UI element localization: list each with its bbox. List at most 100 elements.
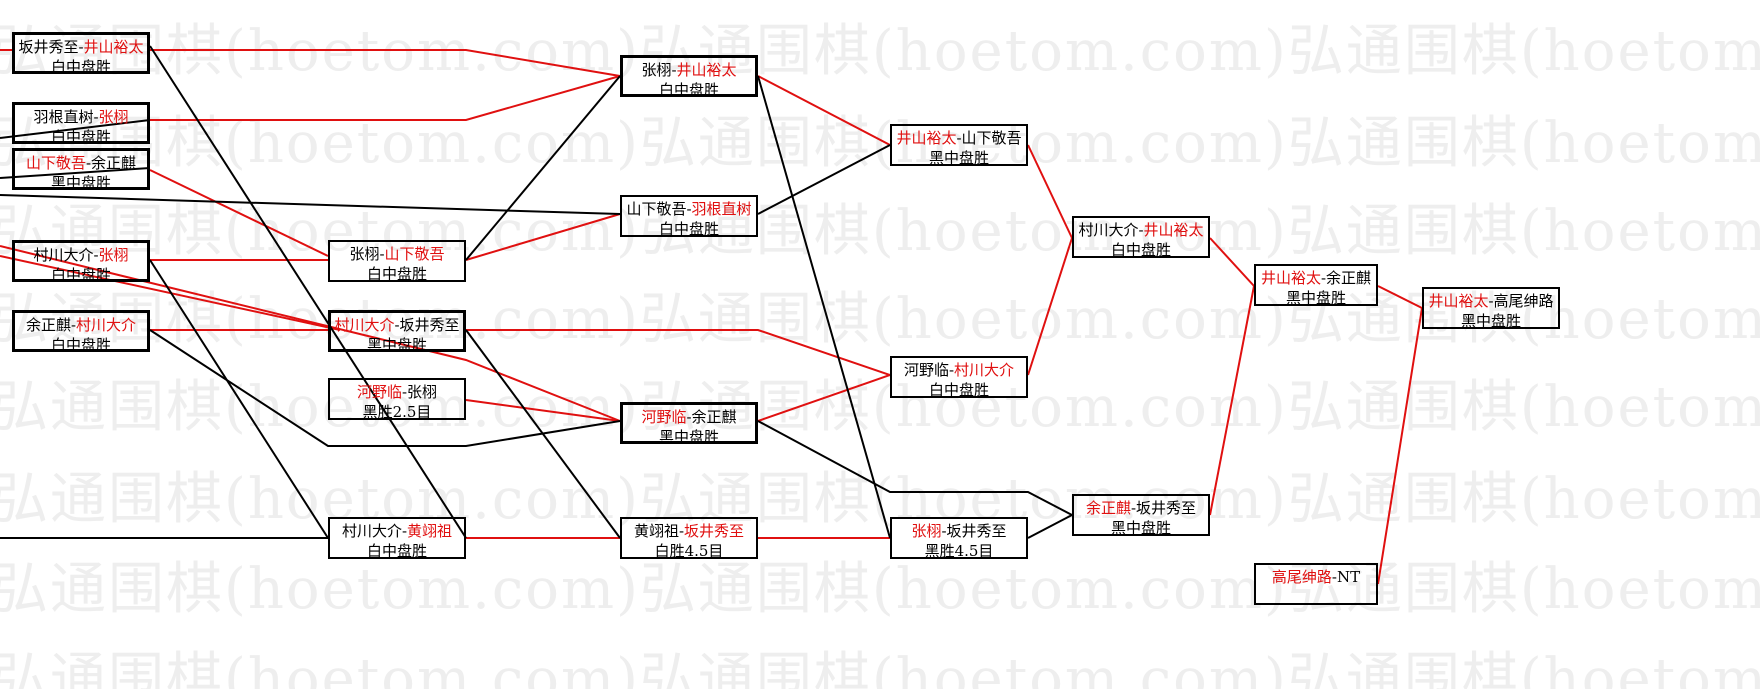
player-separator: - bbox=[956, 129, 962, 147]
winner-line bbox=[1377, 285, 1423, 309]
match-node-r5a: 村川大介-井山裕太白中盘胜 bbox=[1072, 216, 1210, 259]
winner-line bbox=[0, 245, 621, 422]
player-white: 山下敬吾 bbox=[961, 129, 1022, 147]
match-result: 黑中盘胜 bbox=[658, 428, 719, 446]
match-players: 村川大介-黄翊祖 bbox=[330, 519, 464, 541]
match-result: 黑胜4.5目 bbox=[924, 542, 994, 560]
player-white: 村川大介 bbox=[76, 316, 137, 334]
loser-line bbox=[465, 75, 621, 261]
player-separator: - bbox=[394, 316, 400, 334]
match-players: 河野临-余正麒 bbox=[623, 405, 755, 427]
match-result: 黑中盘胜 bbox=[1110, 519, 1171, 537]
match-result: 黑中盘胜 bbox=[928, 149, 989, 167]
match-result: 白中盘胜 bbox=[366, 542, 427, 560]
match-players: 河野临-张栩 bbox=[330, 380, 464, 402]
player-black: 山下敬吾 bbox=[25, 154, 86, 172]
winner-line bbox=[1209, 237, 1255, 287]
player-separator: - bbox=[1331, 568, 1337, 586]
player-white: 余正麒 bbox=[1326, 269, 1372, 287]
player-separator: - bbox=[1138, 221, 1144, 239]
match-result: 黑中盘胜 bbox=[50, 174, 111, 192]
player-black: 井山裕太 bbox=[1260, 269, 1321, 287]
match-node-final: 井山裕太-高尾绅路黑中盘胜 bbox=[1422, 287, 1560, 330]
player-black: 井山裕太 bbox=[896, 129, 957, 147]
match-node-r6b: 高尾绅路-NT bbox=[1254, 563, 1378, 605]
player-separator: - bbox=[401, 383, 408, 401]
winner-line bbox=[1377, 307, 1423, 585]
player-separator: - bbox=[379, 245, 385, 263]
player-black: 山下敬吾 bbox=[626, 200, 687, 218]
match-node-r4c: 张栩-坂井秀至黑胜4.5目 bbox=[890, 517, 1028, 560]
loser-line bbox=[757, 144, 891, 215]
player-white: 余正麒 bbox=[91, 154, 137, 172]
player-separator: - bbox=[686, 200, 692, 218]
match-players: 黄翊祖-坂井秀至 bbox=[622, 519, 756, 541]
match-node-r2a: 张栩-山下敬吾白中盘胜 bbox=[328, 240, 466, 283]
player-black: 村川大介 bbox=[334, 316, 395, 334]
winner-line bbox=[1027, 144, 1073, 239]
player-black: 河野临 bbox=[903, 361, 949, 379]
winner-line bbox=[150, 49, 621, 77]
player-white: 余正麒 bbox=[691, 408, 737, 426]
player-black: 河野临 bbox=[641, 408, 687, 426]
player-separator: - bbox=[93, 246, 99, 264]
match-result: 白中盘胜 bbox=[658, 81, 719, 99]
match-result: 白中盘胜 bbox=[366, 265, 427, 283]
match-node-r2c: 河野临-张栩黑胜2.5目 bbox=[328, 378, 466, 421]
player-black: 高尾绅路 bbox=[1271, 568, 1332, 586]
match-result: 白中盘胜 bbox=[658, 220, 719, 238]
player-black: 村川大介 bbox=[341, 522, 402, 540]
match-result: 白中盘胜 bbox=[1110, 241, 1171, 259]
player-separator: - bbox=[678, 522, 685, 540]
match-players: 余正麒-坂井秀至 bbox=[1074, 496, 1208, 518]
match-node-m5: 余正麒-村川大介白中盘胜 bbox=[12, 310, 150, 354]
player-black: 张栩 bbox=[911, 522, 942, 540]
player-white: NT bbox=[1336, 568, 1361, 586]
match-result: 白中盘胜 bbox=[50, 336, 111, 354]
match-node-r6a: 井山裕太-余正麒黑中盘胜 bbox=[1254, 264, 1378, 307]
match-node-r5b: 余正麒-坂井秀至黑中盘胜 bbox=[1072, 494, 1210, 537]
winner-line bbox=[1027, 237, 1073, 376]
match-node-m4: 村川大介-张栩白中盘胜 bbox=[12, 240, 150, 284]
match-players: 余正麒-村川大介 bbox=[15, 313, 147, 335]
player-white: 张栩 bbox=[407, 383, 438, 401]
match-result: 白中盘胜 bbox=[50, 266, 111, 284]
loser-line bbox=[0, 119, 151, 139]
loser-line bbox=[0, 194, 621, 215]
match-players: 张栩-井山裕太 bbox=[623, 58, 755, 80]
match-result: 黑中盘胜 bbox=[1460, 312, 1521, 330]
player-white: 井山裕太 bbox=[676, 61, 737, 79]
player-separator: - bbox=[70, 316, 77, 334]
match-players: 羽根直树-张栩 bbox=[15, 105, 147, 127]
match-players: 河野临-村川大介 bbox=[892, 358, 1026, 380]
loser-line bbox=[1027, 514, 1073, 539]
match-node-m3: 山下敬吾-余正麒黑中盘胜 bbox=[12, 148, 150, 192]
match-players: 井山裕太-高尾绅路 bbox=[1424, 289, 1558, 311]
player-black: 村川大介 bbox=[1078, 221, 1139, 239]
match-players: 山下敬吾-羽根直树 bbox=[622, 197, 756, 219]
match-result: 黑中盘胜 bbox=[1285, 289, 1346, 307]
player-black: 张栩 bbox=[641, 61, 672, 79]
match-node-r3a: 张栩-井山裕太白中盘胜 bbox=[620, 55, 758, 99]
match-players: 张栩-坂井秀至 bbox=[892, 519, 1026, 541]
winner-line bbox=[465, 213, 621, 261]
player-white: 羽根直树 bbox=[691, 200, 752, 218]
player-white: 张栩 bbox=[98, 108, 129, 126]
player-white: 黄翊祖 bbox=[407, 522, 453, 540]
player-white: 井山裕太 bbox=[1143, 221, 1204, 239]
match-result: 白中盘胜 bbox=[50, 58, 111, 76]
player-separator: - bbox=[85, 154, 92, 172]
winner-line bbox=[1209, 285, 1255, 516]
player-black: 坂井秀至 bbox=[18, 38, 79, 56]
match-result: 白胜4.5目 bbox=[654, 542, 724, 560]
match-node-r3c: 河野临-余正麒黑中盘胜 bbox=[620, 402, 758, 446]
match-result: 白中盘胜 bbox=[50, 128, 111, 146]
loser-line bbox=[149, 45, 467, 539]
match-node-r3b: 山下敬吾-羽根直树白中盘胜 bbox=[620, 195, 758, 238]
loser-line bbox=[149, 259, 329, 539]
player-white: 高尾绅路 bbox=[1493, 292, 1554, 310]
player-white: 村川大介 bbox=[954, 361, 1015, 379]
match-node-r4a: 井山裕太-山下敬吾黑中盘胜 bbox=[890, 124, 1028, 167]
loser-line bbox=[465, 329, 621, 539]
